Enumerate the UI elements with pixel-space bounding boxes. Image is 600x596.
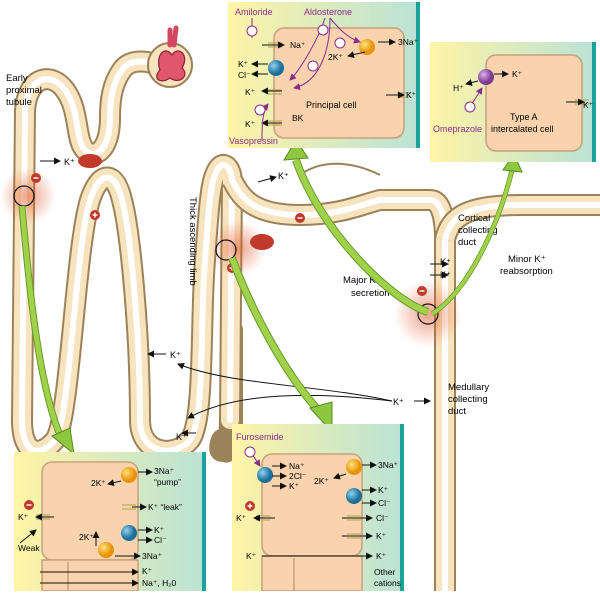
k-label-cd-2: K⁺ <box>440 270 451 280</box>
collecting-duct-lumen <box>229 178 448 596</box>
pc-k-label-1: K⁺ <box>238 59 249 69</box>
prox-kcl-icon <box>121 525 137 541</box>
nephron-tubule <box>11 25 600 596</box>
capillary-proximal <box>78 154 102 168</box>
ic-cell-label-2: intercalated cell <box>491 124 554 134</box>
prox-pump: “pump” <box>154 477 181 487</box>
prox-weak: Weak <box>18 543 40 553</box>
tal-k-3: K⁺ <box>236 513 247 523</box>
glow-tal <box>210 220 266 276</box>
tal-three-na: 3Na⁺ <box>378 460 399 470</box>
label-early-1: Early <box>6 73 28 84</box>
label-minor-1: Minor K⁺ <box>508 254 546 265</box>
prox-k-leak: K⁺ “leak” <box>148 502 182 512</box>
pc-cl-label: Cl⁻ <box>238 70 251 80</box>
pc-three-na-label: 3Na⁺ <box>398 37 419 47</box>
prox-pump-icon-2 <box>98 542 114 558</box>
pc-bk-label: BK <box>292 113 304 123</box>
tal-k-1: K⁺ <box>289 481 300 491</box>
ic-h-label: H⁺ <box>453 83 464 93</box>
label-medullary-3: duct <box>448 406 466 417</box>
capillary-tal <box>250 234 274 250</box>
prox-k-3: K⁺ <box>142 566 153 576</box>
label-cortical-3: duct <box>458 237 476 248</box>
k-label-distal: K⁺ <box>278 171 289 181</box>
pc-na-label: Na⁺ <box>290 40 306 50</box>
pc-k-label-2: K⁺ <box>245 87 256 97</box>
pc-two-k-label: 2K⁺ <box>328 52 343 62</box>
principal-cell-panel: Amiloride Aldosterone Vasopressin Na⁺ 3N… <box>228 2 420 148</box>
k-label-bottom-loop: K⁺ <box>176 432 187 442</box>
ic-k-label-2: K⁺ <box>583 100 594 110</box>
pc-k-label-3: K⁺ <box>406 90 417 100</box>
amiloride-label: Amiloride <box>235 7 273 17</box>
intercalated-cell-panel: K⁺ H⁺ K⁺ Omeprazole Type A intercalated … <box>430 42 596 162</box>
nephron-labels: Early proximal tubule Thick ascending li… <box>6 73 553 417</box>
prox-na-h2o: Na⁺, H₂0 <box>142 578 177 588</box>
tal-pump-icon <box>346 459 362 475</box>
cotransporter-icon <box>268 60 284 76</box>
prox-cl: Cl⁻ <box>154 535 167 545</box>
label-medullary-1: Medullary <box>448 382 489 393</box>
glomerulus <box>147 25 193 88</box>
label-major-2: secretion <box>351 288 390 299</box>
green-arrows <box>18 139 523 456</box>
ic-k-label-1: K⁺ <box>512 69 523 79</box>
nephron-k-arrows: K⁺ K⁺ K⁺ K⁺ K⁺ K⁺ K⁺ <box>40 157 451 442</box>
label-cortical-1: Cortical <box>458 213 490 224</box>
prox-three-na-2: 3Na⁺ <box>142 551 163 561</box>
label-early-3: tubule <box>6 97 32 108</box>
tal-other-cations-1: Other <box>374 567 395 577</box>
pump-icon <box>359 39 375 55</box>
tal-k-6: K⁺ <box>376 551 387 561</box>
tal-other-cations-2: cations <box>374 578 401 588</box>
tal-k-5: K⁺ <box>246 551 257 561</box>
sample-circle-tal <box>215 239 237 261</box>
label-early-2: proximal <box>6 85 42 96</box>
tal-cl-1: Cl⁻ <box>378 498 391 508</box>
label-minor-2: reabsorption <box>500 266 553 277</box>
ic-cell-label-1: Type A <box>510 112 538 122</box>
prox-two-k-2: 2K⁺ <box>79 532 94 542</box>
label-thick-ascending-limb: Thick ascending limb <box>187 197 198 286</box>
pc-cell-label: Principal cell <box>306 100 357 110</box>
distal-arm <box>299 162 381 176</box>
tubule-lumen <box>19 58 235 454</box>
label-cortical-2: collecting <box>458 225 498 236</box>
prox-k-2: K⁺ <box>18 512 29 522</box>
vasopressin-label: Vasopressin <box>229 136 278 146</box>
tal-k-4: K⁺ <box>376 531 387 541</box>
prox-k-1: K⁺ <box>154 525 165 535</box>
omeprazole-label: Omeprazole <box>433 124 482 134</box>
pc-k-label-4: K⁺ <box>245 119 256 129</box>
aldosterone-label: Aldosterone <box>304 7 352 17</box>
tal-cell-panel: Furosemide Na⁺ 2Cl⁻ K⁺ 3Na⁺ 2K⁺ K⁺ Cl⁻ K… <box>232 424 404 592</box>
k-label-medullary: K⁺ <box>393 397 404 407</box>
k-label-proximal: K⁺ <box>64 157 75 167</box>
proximal-cell-panel: 3Na⁺ “pump” 2K⁺ K⁺ “leak” K⁺ Cl⁻ 2K⁺ 3Na… <box>14 452 206 592</box>
sample-circle-collecting <box>417 303 439 325</box>
collecting-duct-branch-lumen <box>442 202 600 241</box>
glow-collecting <box>394 280 462 348</box>
tal-k-2: K⁺ <box>378 485 389 495</box>
prox-pump-icon <box>121 467 137 483</box>
hk-atpase-icon <box>478 69 494 85</box>
tal-kcl-icon <box>346 488 362 504</box>
glow-proximal <box>0 168 56 224</box>
k-label-tal-loop: K⁺ <box>170 350 181 360</box>
tal-na: Na⁺ <box>289 461 305 471</box>
k-label-cd-1: K⁺ <box>440 257 451 267</box>
nkcc2-icon <box>257 467 273 483</box>
tal-two-k: 2K⁺ <box>314 476 329 486</box>
prox-two-k: 2K⁺ <box>91 478 106 488</box>
prox-three-na: 3Na⁺ <box>154 466 175 476</box>
label-medullary-2: collecting <box>448 394 488 405</box>
tal-cl-2: Cl⁻ <box>376 513 389 523</box>
tal-two-cl: 2Cl⁻ <box>289 471 307 481</box>
furosemide-label: Furosemide <box>236 432 284 442</box>
label-major-1: Major K⁺ <box>343 275 381 286</box>
